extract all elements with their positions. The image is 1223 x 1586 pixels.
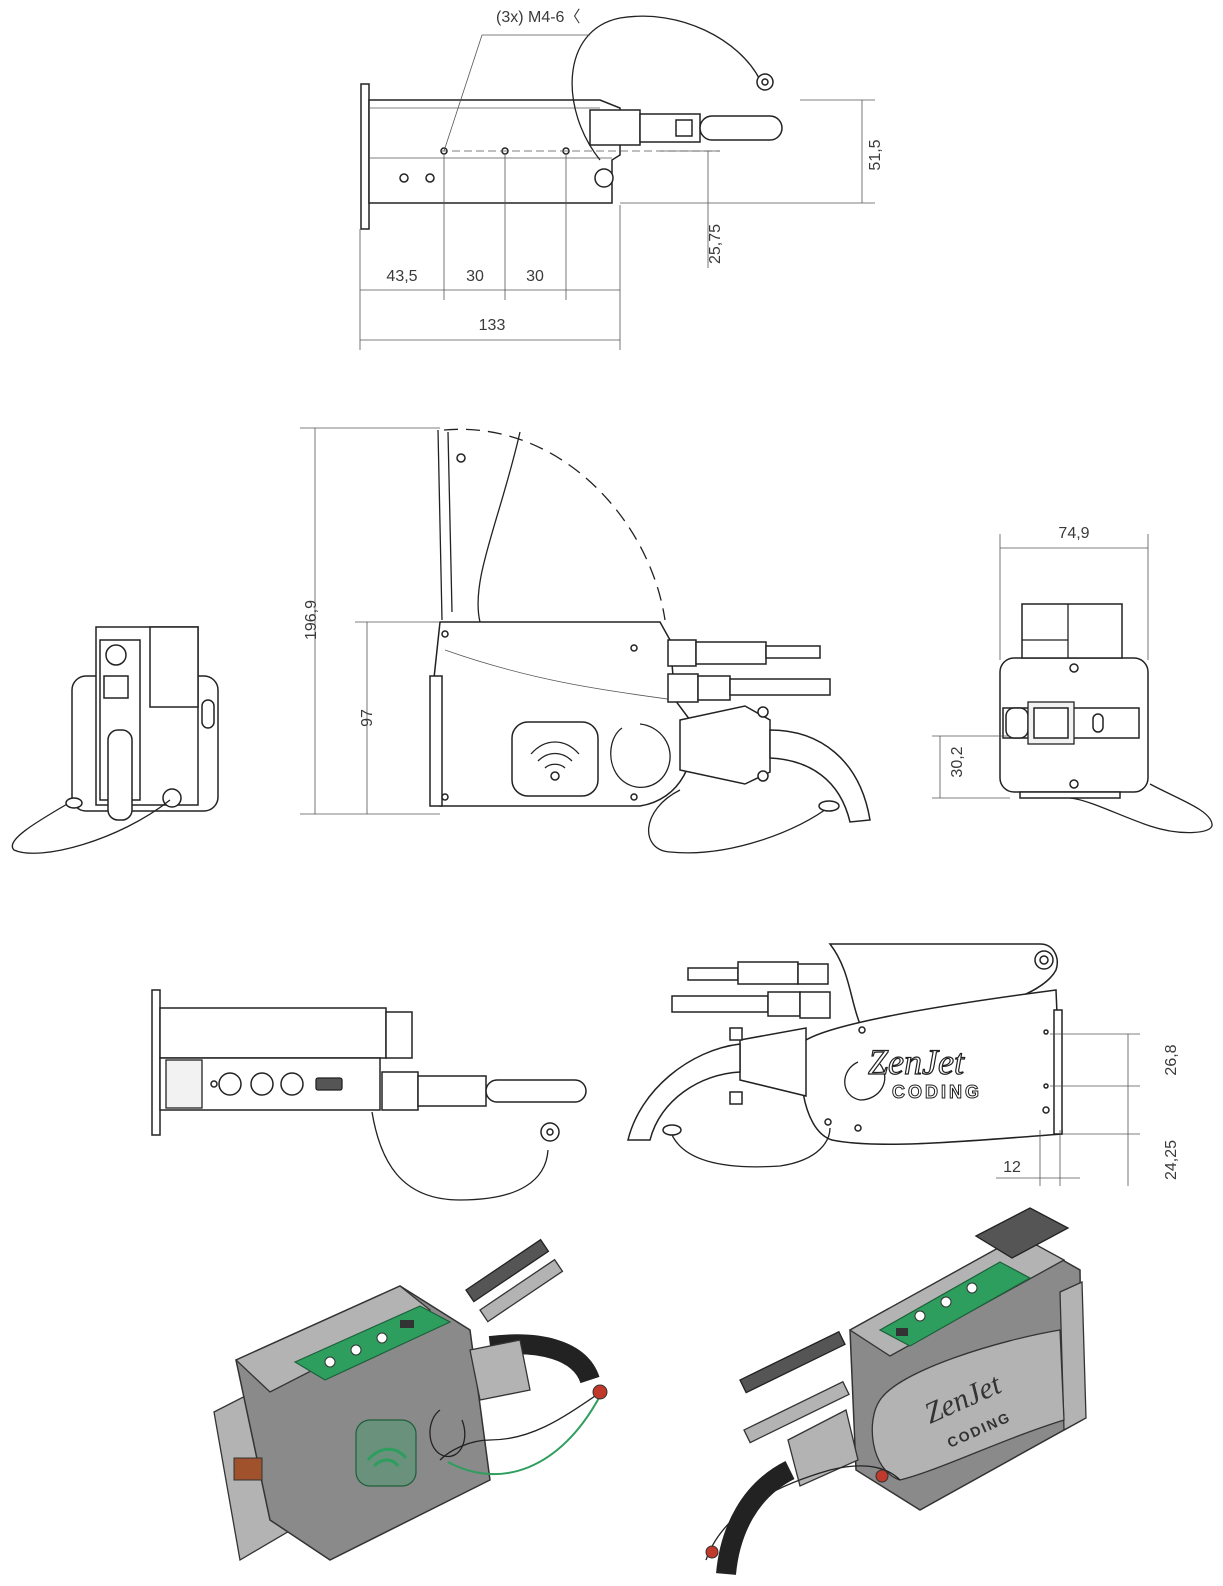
dim-43-5: 43,5 — [386, 268, 417, 285]
side-view — [300, 427, 871, 854]
svg-text:ZenJet: ZenJet — [868, 1042, 965, 1082]
dim-25-75: 25,75 — [707, 224, 724, 264]
dim-24-25: 24,25 — [1163, 1140, 1180, 1180]
right-end-view — [932, 534, 1213, 834]
dim-97: 97 — [359, 709, 376, 727]
dim-30-a: 30 — [466, 268, 484, 285]
dim-30-b: 30 — [526, 268, 544, 285]
dim-26-8: 26,8 — [1163, 1044, 1180, 1075]
bottom-view — [151, 989, 587, 1201]
dim-30-2: 30,2 — [949, 746, 966, 777]
top-view — [359, 15, 875, 350]
dim-74-9: 74,9 — [1058, 525, 1089, 542]
dim-196-9: 196,9 — [303, 600, 320, 640]
iso-view-right: ZenJet CODING — [705, 1207, 1087, 1576]
thread-callout: (3x) M4-6〈 — [496, 9, 580, 26]
dim-133: 133 — [479, 317, 506, 334]
left-end-view — [11, 626, 219, 854]
iso-view-left — [213, 1238, 608, 1562]
dim-51-5: 51,5 — [867, 139, 884, 170]
svg-text:CODING: CODING — [892, 1082, 982, 1102]
rear-view: ZenJet CODING — [627, 943, 1140, 1186]
dim-12: 12 — [1003, 1159, 1021, 1176]
